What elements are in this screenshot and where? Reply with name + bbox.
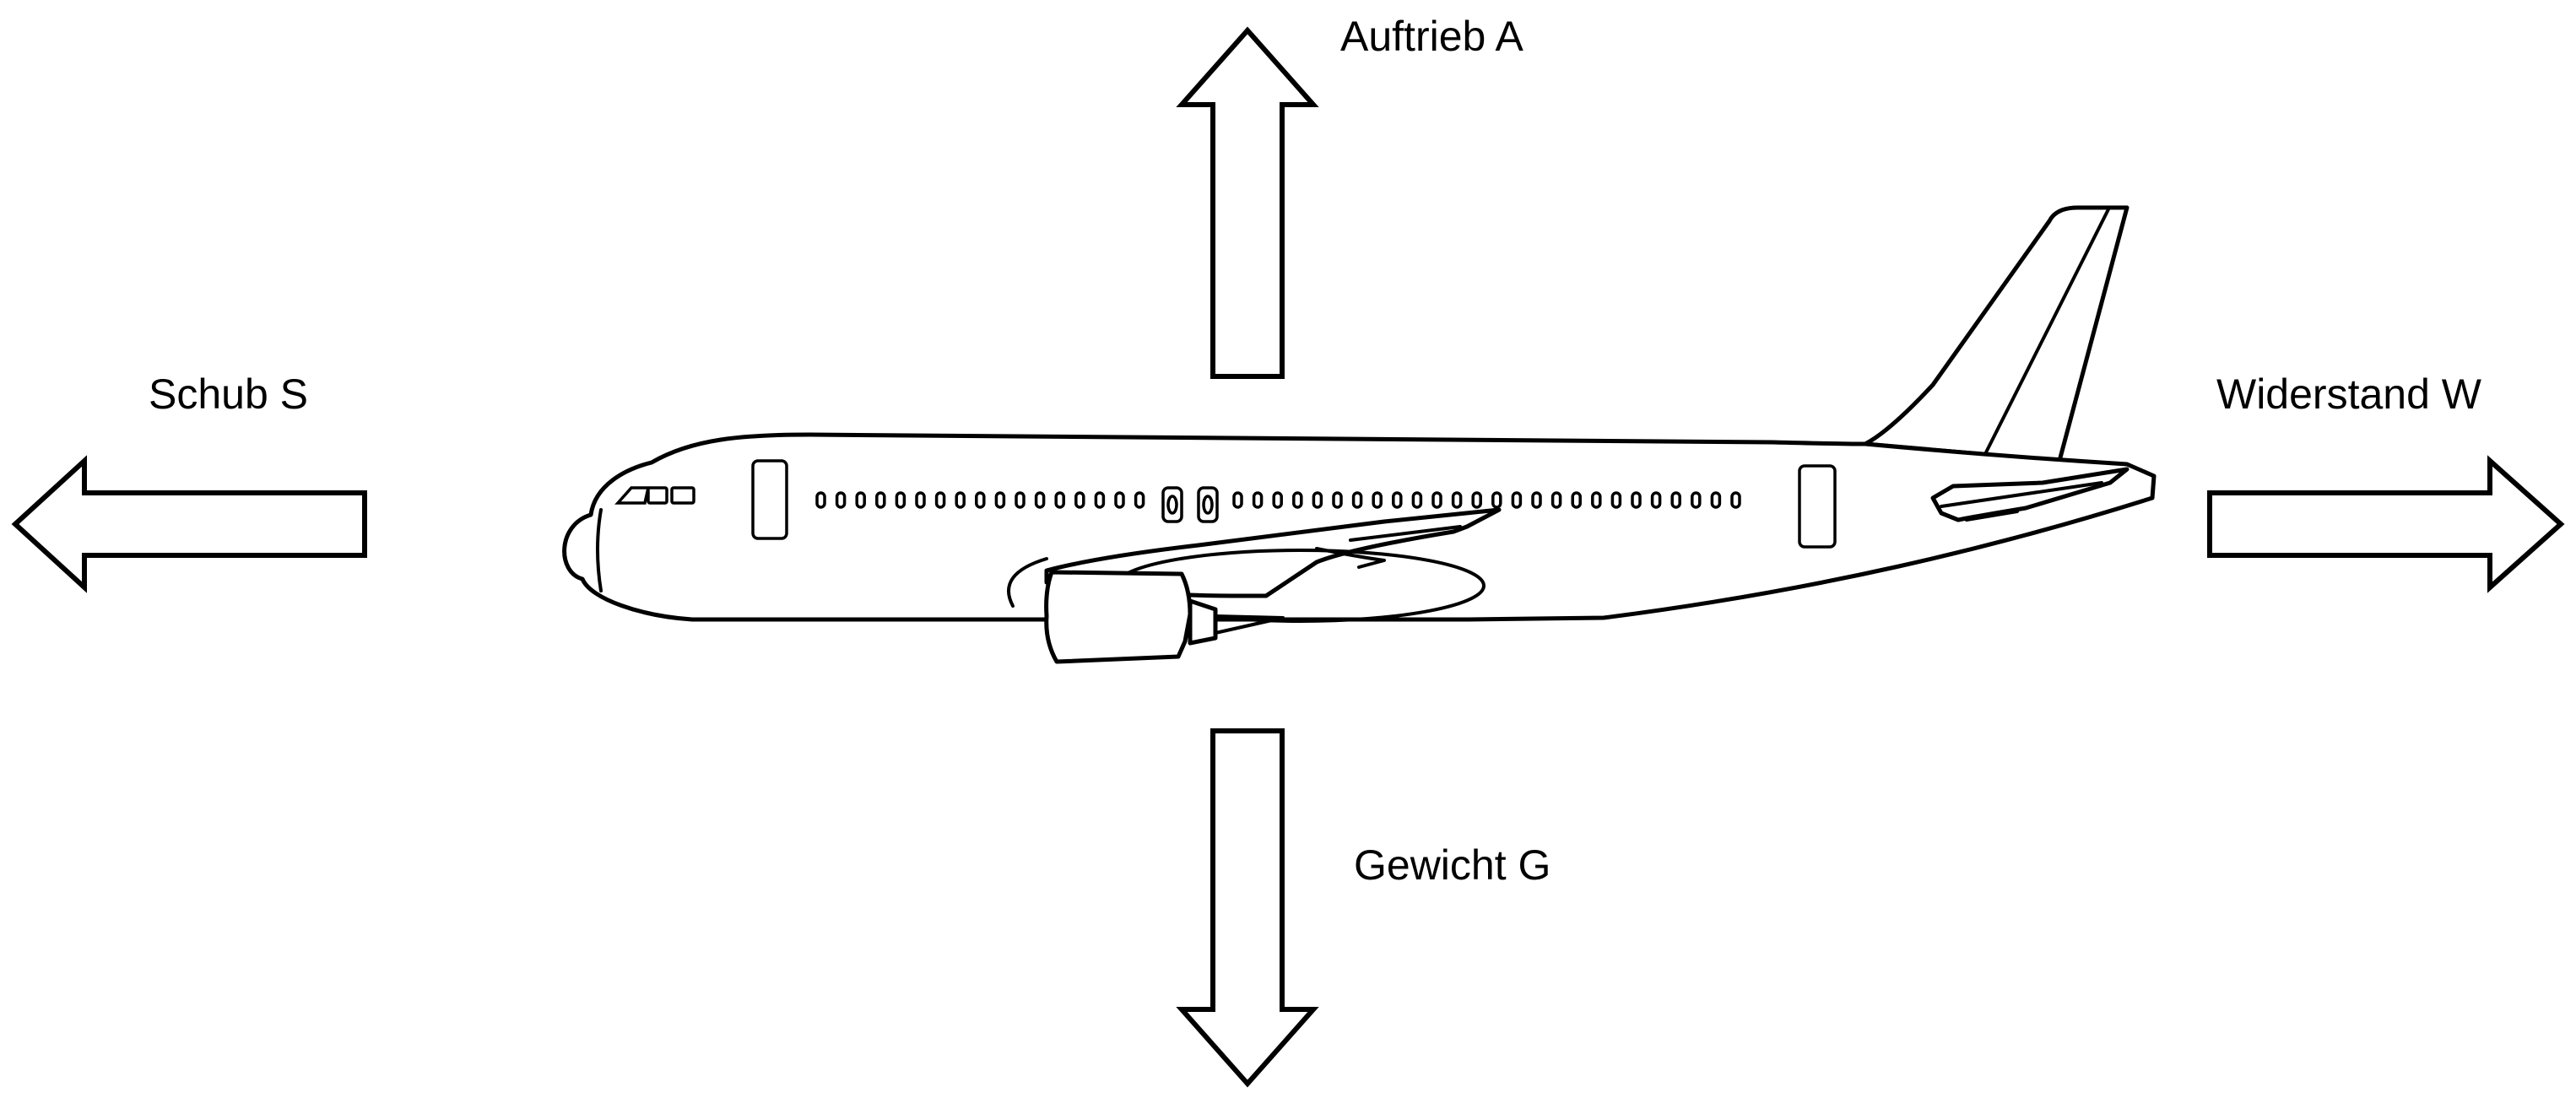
cabin-window [1471, 491, 1482, 509]
cabin-window [1292, 491, 1303, 509]
lift-arrow [1176, 26, 1319, 379]
cabin-window [835, 491, 847, 509]
cabin-window [1272, 491, 1283, 509]
weight-arrow [1176, 728, 1319, 1088]
cabin-window [975, 491, 986, 509]
tail-fin [1863, 205, 2130, 463]
cabin-window [855, 491, 866, 509]
lift-label: Auftrieb A [1340, 13, 1523, 60]
cabin-window [955, 491, 966, 509]
cabin-window [1114, 491, 1125, 509]
cabin-window [1730, 491, 1741, 509]
cabin-window [1094, 491, 1106, 509]
cabin-window [1451, 491, 1463, 509]
cabin-window [1670, 491, 1681, 509]
cabin-window [1015, 491, 1026, 509]
cabin-window [1710, 491, 1722, 509]
cabin-window [1431, 491, 1442, 509]
cabin-window [1531, 491, 1542, 509]
cabin-window [1351, 491, 1363, 509]
cabin-window [1591, 491, 1602, 509]
cabin-window [915, 491, 926, 509]
cabin-window [1312, 491, 1323, 509]
drag-label: Widerstand W [2216, 371, 2482, 418]
drag-arrow [2207, 455, 2565, 593]
cabin-window [1074, 491, 1085, 509]
cabin-window [1034, 491, 1046, 509]
cabin-window [1610, 491, 1622, 509]
cabin-window [1650, 491, 1662, 509]
cabin-window [1252, 491, 1264, 509]
engine [1044, 570, 1193, 664]
front-door [751, 459, 788, 540]
cabin-window [1511, 491, 1523, 509]
cabin-window [1372, 491, 1383, 509]
airplane-illustration [562, 205, 2157, 664]
thrust-arrow [11, 455, 367, 593]
cabin-window [934, 491, 946, 509]
cabin-window [1691, 491, 1702, 509]
rear-door [1798, 464, 1837, 549]
cabin-window [815, 491, 826, 509]
cabin-window [895, 491, 906, 509]
cabin-window [1134, 491, 1145, 509]
weight-label: Gewicht G [1354, 841, 1550, 889]
cabin-window [875, 491, 886, 509]
cabin-windows [815, 491, 1741, 509]
thrust-label: Schub S [149, 371, 308, 418]
cabin-window [1631, 491, 1642, 509]
cabin-window [1054, 491, 1065, 509]
cabin-window [1232, 491, 1243, 509]
cabin-window [1491, 491, 1502, 509]
cabin-window [1550, 491, 1562, 509]
cabin-window [1392, 491, 1403, 509]
cabin-window [994, 491, 1006, 509]
cabin-window [1332, 491, 1343, 509]
cabin-window [1411, 491, 1423, 509]
cabin-window [1571, 491, 1582, 509]
